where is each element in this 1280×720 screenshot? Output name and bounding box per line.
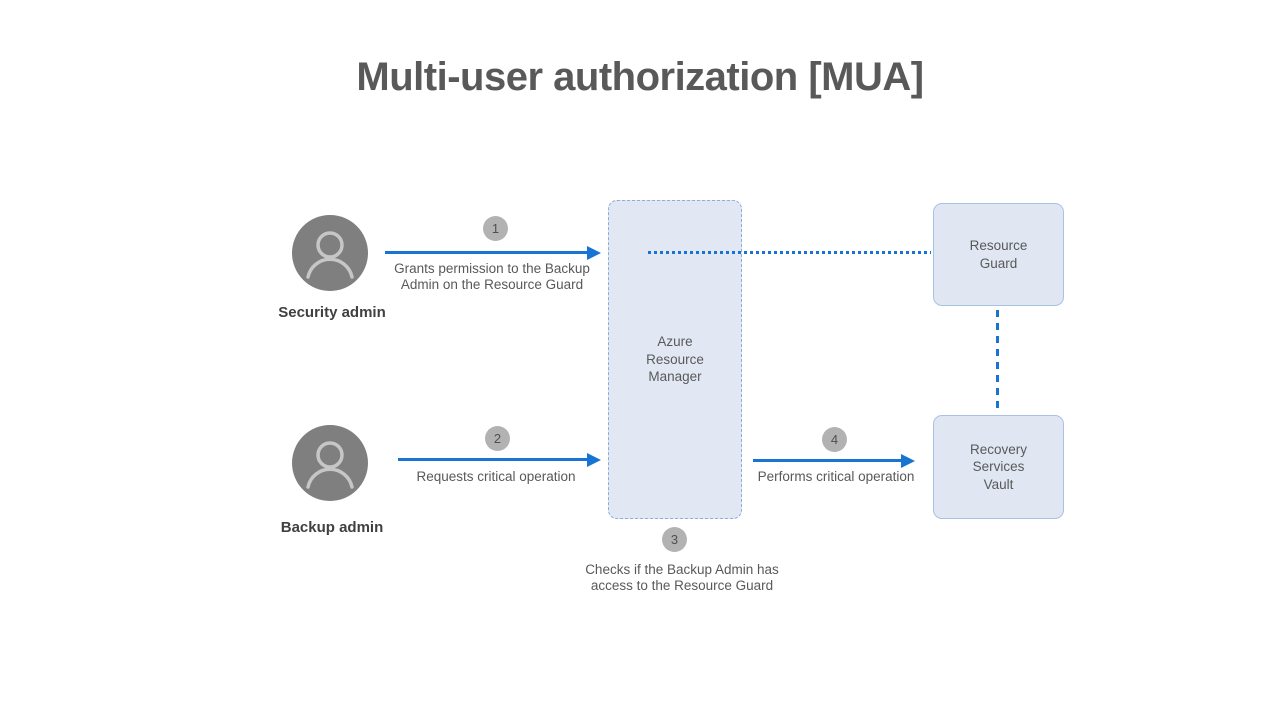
diagram-title: Multi-user authorization [MUA] bbox=[356, 55, 924, 99]
step-badge-2: 2 bbox=[485, 426, 510, 451]
person-icon bbox=[306, 231, 354, 279]
dashed-connector-guard-to-vault bbox=[996, 310, 999, 413]
resource-guard-box: Resource Guard bbox=[933, 203, 1064, 306]
arrow-perform-operation bbox=[753, 459, 901, 462]
security-admin-avatar bbox=[292, 215, 368, 291]
backup-admin-avatar bbox=[292, 425, 368, 501]
person-icon bbox=[306, 441, 354, 489]
step-caption-4: Performs critical operation bbox=[757, 469, 915, 484]
backup-admin-label: Backup admin bbox=[280, 519, 384, 536]
step-badge-3: 3 bbox=[662, 527, 687, 552]
recovery-services-vault-box: Recovery Services Vault bbox=[933, 415, 1064, 519]
arrowhead-icon bbox=[587, 453, 601, 467]
step-caption-3: Checks if the Backup Admin has access to… bbox=[585, 562, 779, 593]
security-admin-label: Security admin bbox=[278, 304, 386, 321]
step-caption-1: Grants permission to the Backup Admin on… bbox=[394, 261, 590, 292]
arrow-request-operation bbox=[398, 458, 587, 461]
step-caption-2: Requests critical operation bbox=[416, 469, 576, 484]
step-badge-4: 4 bbox=[822, 427, 847, 452]
arrowhead-icon bbox=[587, 246, 601, 260]
dotted-connector-arm-to-guard bbox=[648, 251, 931, 254]
arrowhead-icon bbox=[901, 454, 915, 468]
arrow-grant-permission bbox=[385, 251, 587, 254]
step-badge-1: 1 bbox=[483, 216, 508, 241]
